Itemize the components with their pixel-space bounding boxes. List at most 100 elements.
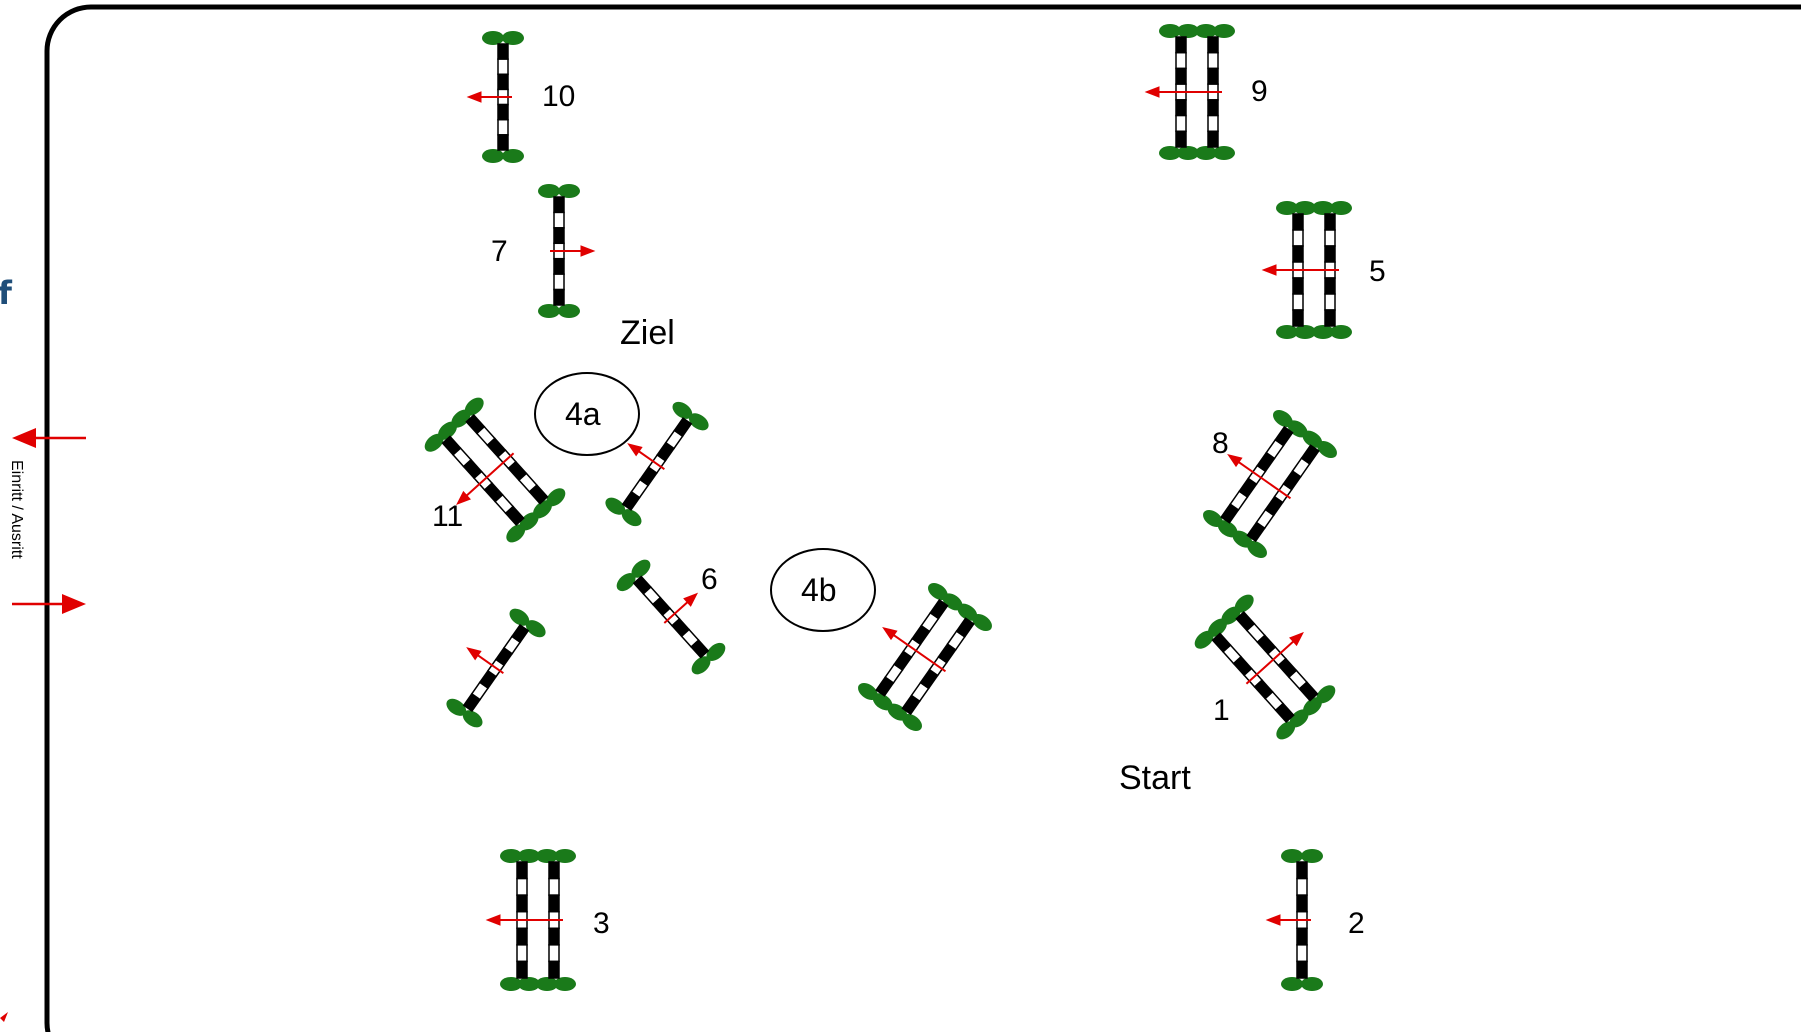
obstacle-number: 5 (1369, 255, 1386, 288)
brush-icon (928, 583, 948, 601)
brush-icon (706, 642, 726, 661)
pole-segment (1207, 36, 1219, 54)
pole-segment (497, 73, 509, 91)
brush-icon (558, 184, 580, 198)
brush-icon (506, 524, 526, 543)
direction-arrow (885, 629, 947, 673)
brush-icon (538, 184, 560, 198)
obstacle-number: 8 (1212, 427, 1229, 460)
pole-segment (497, 103, 509, 121)
brush-icon (1177, 146, 1199, 160)
brush-icon (616, 573, 636, 592)
brush-icon (424, 433, 444, 452)
brush-icon (1221, 606, 1241, 625)
pole-segment (510, 623, 530, 644)
obstacle-number: 9 (1251, 75, 1268, 108)
pole-segment (1292, 309, 1304, 327)
brush-icon (502, 31, 524, 45)
pole-segment (497, 58, 509, 76)
pole-segment (690, 639, 710, 659)
brush-icon (605, 497, 626, 515)
arrow-head-icon (580, 245, 596, 257)
arrow-head-icon (882, 626, 898, 641)
oxer-obstacle (424, 397, 566, 543)
brush-icon (1330, 201, 1352, 215)
brush-icon (1194, 630, 1214, 649)
pole-segment (1175, 130, 1187, 148)
brush-icon (482, 149, 504, 163)
brush-icon (554, 849, 576, 863)
pole-segment (1300, 444, 1320, 465)
arrow-head-icon (1289, 631, 1304, 647)
pole-segment (1296, 861, 1308, 880)
entrance-exit-marker: Einritt / Ausritt (8, 428, 86, 614)
pole-segment (955, 617, 975, 638)
vertical-obstacle (446, 608, 546, 728)
arrow-head-icon (485, 914, 501, 926)
brush-icon (1301, 849, 1323, 863)
brush-icon (519, 512, 539, 531)
brush-icon (438, 421, 457, 440)
brush-icon (502, 149, 524, 163)
pole-segment (1324, 245, 1336, 263)
brush-icon (1159, 146, 1181, 160)
brush-icon (1213, 24, 1235, 38)
arrow-head-icon (627, 443, 643, 457)
brush-icon (482, 31, 504, 45)
vertical-obstacle (616, 559, 726, 675)
brush-icon (1276, 721, 1296, 740)
pole-segment (553, 196, 565, 214)
pole-segment (1324, 229, 1336, 247)
pole-segment (504, 505, 525, 526)
pole-segment (1296, 944, 1308, 963)
arrow-head-icon (456, 490, 471, 506)
obstacle-number: 1 (1213, 694, 1230, 727)
pole-segment (1292, 229, 1304, 247)
pole-segment (1324, 277, 1336, 295)
brush-icon (1195, 146, 1217, 160)
pole-segment (673, 417, 693, 438)
oxer-obstacle (485, 849, 576, 991)
pole-segment (1274, 425, 1294, 447)
arrow-head-icon (1265, 914, 1281, 926)
pole-segment (497, 118, 509, 136)
pole-segment (553, 273, 565, 291)
brush-icon (1159, 24, 1181, 38)
pole-segment (548, 944, 560, 963)
brush-icon (1273, 410, 1293, 428)
pole-segment (516, 894, 528, 913)
pole-segment (1207, 130, 1219, 148)
brush-icon (533, 500, 552, 519)
brush-icon (1276, 201, 1298, 215)
arrow-head-icon (683, 592, 699, 607)
brush-icon (1213, 146, 1235, 160)
brush-icon (1303, 697, 1322, 716)
pole-segment (497, 134, 509, 151)
brush-icon (464, 397, 484, 416)
obstacle-number: 4a (565, 396, 601, 432)
pole-segment (1207, 114, 1219, 133)
brush-icon (1208, 618, 1227, 637)
pole-segment (516, 960, 528, 979)
pole-segment (548, 960, 560, 979)
direction-arrow (1230, 456, 1292, 500)
pole-segment (548, 861, 560, 880)
obstacles (424, 24, 1352, 991)
obstacle-number: 10 (542, 80, 575, 113)
obstacle-number: 7 (491, 235, 508, 268)
brush-icon (1316, 685, 1336, 704)
pole-segment (516, 944, 528, 963)
pole-segment (553, 257, 565, 275)
oxer-obstacle (858, 583, 992, 731)
vertical-obstacle (466, 31, 524, 163)
pole-segment (1324, 309, 1336, 327)
entrance-label: Einritt / Ausritt (8, 460, 25, 559)
brush-icon (688, 413, 709, 431)
brush-icon (1301, 977, 1323, 991)
combination-4a-marker (534, 372, 640, 456)
pole-segment (1175, 51, 1187, 70)
brush-icon (525, 620, 546, 638)
pole-segment (553, 288, 565, 306)
brush-icon (1217, 520, 1238, 538)
vertical-obstacle (605, 401, 709, 527)
